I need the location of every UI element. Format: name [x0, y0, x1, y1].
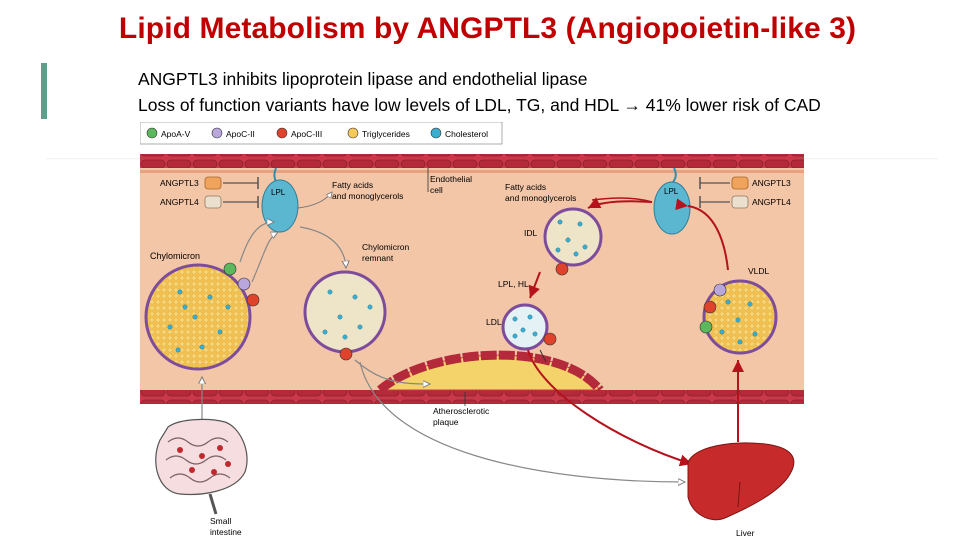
lpl-right-label: LPL	[664, 187, 679, 196]
small-intestine-label-2: intestine	[210, 527, 242, 537]
lpl-hl-label: LPL, HL	[498, 279, 529, 289]
right-inhibitors: ANGPTL3 ANGPTL4	[699, 176, 791, 209]
endothelial-label: Endothelial	[430, 174, 472, 184]
vldl-label: VLDL	[748, 266, 770, 276]
small-intestine-label-1: Small	[210, 516, 231, 526]
lpl-left-label: LPL	[271, 188, 286, 197]
remnant-label-2: remnant	[362, 253, 394, 263]
lpl-right: LPL	[653, 167, 691, 235]
angptl4-left-label: ANGPTL4	[160, 197, 199, 207]
small-intestine: Small intestine	[155, 418, 248, 537]
monoglycerols-right: and monoglycerols	[505, 193, 576, 203]
legend-apoc-iii: ApoC-III	[291, 129, 322, 139]
left-inhibitors: ANGPTL3 ANGPTL4	[160, 176, 259, 209]
legend-apoa-v: ApoA-V	[161, 129, 191, 139]
accent-bar	[41, 63, 47, 119]
top-endothelium	[140, 154, 804, 168]
vldl-particle: VLDL	[699, 266, 778, 355]
idl-label: IDL	[524, 228, 538, 238]
legend-triglycerides: Triglycerides	[362, 129, 410, 139]
angptl4-left-icon	[204, 195, 222, 209]
bottom-endothelium	[140, 390, 804, 404]
bullet-line-1: ANGPTL3 inhibits lipoprotein lipase and …	[138, 69, 588, 89]
apoc-ii-swatch	[211, 127, 223, 139]
lipid-metabolism-figure: ApoA-V ApoC-II ApoC-III Triglycerides Ch…	[139, 121, 820, 540]
liver: Liver	[687, 442, 795, 538]
slide-title: Lipid Metabolism by ANGPTL3 (Angiopoieti…	[118, 12, 857, 45]
plaque-label-1: Atherosclerotic	[433, 406, 490, 416]
bullet-line-2: Loss of function variants have low level…	[138, 95, 821, 115]
angptl4-right-label: ANGPTL4	[752, 197, 791, 207]
monoglycerols-left: and monoglycerols	[332, 191, 403, 201]
fatty-acids-left: Fatty acids	[332, 180, 373, 190]
plaque-label-2: plaque	[433, 417, 459, 427]
apoc-iii-swatch	[276, 127, 288, 139]
figure-svg: ApoA-V ApoC-II ApoC-III Triglycerides Ch…	[139, 121, 804, 538]
angptl3-left-icon	[204, 176, 222, 190]
apoa-v-swatch	[146, 127, 158, 139]
ldl-label: LDL	[486, 317, 502, 327]
angptl4-right-icon	[731, 195, 749, 209]
chylomicron-remnant: Chylomicron remnant	[303, 242, 410, 361]
chylomicron-label: Chylomicron	[150, 251, 200, 261]
angptl3-left-label: ANGPTL3	[160, 178, 199, 188]
remnant-label-1: Chylomicron	[362, 242, 410, 252]
fatty-acids-right: Fatty acids	[505, 182, 546, 192]
chylomicron: Chylomicron	[144, 251, 260, 371]
legend-cholesterol: Cholesterol	[445, 129, 488, 139]
cholesterol-swatch	[430, 127, 442, 139]
angptl3-right-label: ANGPTL3	[752, 178, 791, 188]
ldl-particle: LDL	[486, 303, 557, 351]
angptl3-right-icon	[731, 176, 749, 190]
idl-particle: IDL	[524, 207, 603, 276]
blood-vessel	[140, 154, 804, 404]
triglycerides-swatch	[347, 127, 359, 139]
legend-apoc-ii: ApoC-II	[226, 129, 255, 139]
liver-label: Liver	[736, 528, 755, 538]
cell-label: cell	[430, 185, 443, 195]
legend: ApoA-V ApoC-II ApoC-III Triglycerides Ch…	[139, 121, 503, 145]
